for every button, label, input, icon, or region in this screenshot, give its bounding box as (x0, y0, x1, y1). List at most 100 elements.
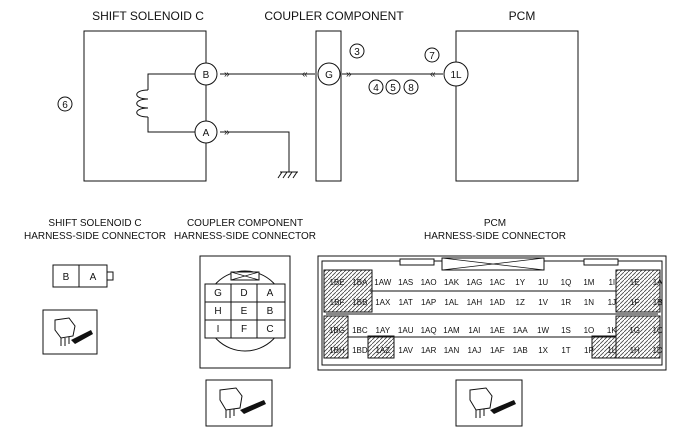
pcm-pin-label: 1T (561, 346, 570, 355)
callout-4-label: 4 (373, 83, 379, 94)
pcm-title: PCM (509, 9, 536, 23)
pcm-pin-label: 1V (538, 298, 548, 307)
pcm-pin-label: 1J (608, 298, 616, 307)
shift-solenoid-box (83, 30, 207, 182)
pcm-pin-label: 1AI (468, 326, 480, 335)
pcm-pin-label: 1S (561, 326, 571, 335)
pcm-pin-label: 1BB (352, 298, 367, 307)
pcm-pin-label: 1AX (375, 298, 391, 307)
pcm-pin-label: 1AK (444, 278, 460, 287)
callout-3-label: 3 (354, 47, 360, 58)
terminal-1l (443, 61, 469, 87)
pcm-pin-label: 1AV (398, 346, 413, 355)
pcm-pin-label: 1W (537, 326, 549, 335)
pcm-pin-label: 1BE (329, 278, 344, 287)
pcm-pin-label: 1AT (399, 298, 413, 307)
pcm-pin-label: 1AR (421, 346, 437, 355)
terminal-1l-label: 1L (450, 70, 462, 81)
pcm-pin-label: 1AE (490, 326, 505, 335)
pcm-pin-label: 1BF (330, 298, 345, 307)
pcm-pin-label: 1AC (490, 278, 506, 287)
pcm-pin-label: 1AD (490, 298, 506, 307)
pcm-pin-label: 1AM (443, 326, 460, 335)
connector-view-icon (455, 379, 523, 427)
coupler-pin-label: E (241, 306, 248, 317)
pcm-pin-label: 1BH (329, 346, 345, 355)
pcm-pin-label: 1K (607, 326, 617, 335)
coupler-title: COUPLER COMPONENT (264, 9, 404, 23)
terminal-g-label: G (325, 70, 333, 81)
pcm-pin-label: 1R (561, 298, 571, 307)
terminal-a (194, 120, 218, 144)
shift-pin-b: B (63, 272, 70, 283)
coupler-pin-label: B (267, 306, 274, 317)
coupler-connector-title-2: HARNESS-SIDE CONNECTOR (174, 231, 316, 242)
wire-a-to-ground (220, 131, 290, 172)
coupler-pin-label: I (217, 324, 220, 335)
pcm-pin-label: 1AN (444, 346, 460, 355)
pcm-pin-label: 1P (584, 346, 594, 355)
coupler-box (315, 30, 342, 182)
pcm-pin-label: 1BA (352, 278, 368, 287)
pcm-pin-label: 1BC (352, 326, 368, 335)
pcm-pin-label: 1Y (515, 278, 525, 287)
shift-pin-a: A (90, 272, 97, 283)
pcm-pin-label: 1AL (444, 298, 459, 307)
pcm-pin-label: 1AF (490, 346, 505, 355)
callout-3 (349, 43, 365, 59)
pcm-pin-label: 1AZ (375, 346, 390, 355)
pcm-pin-label: 1X (538, 346, 548, 355)
pcm-pin-label: 1C (652, 326, 662, 335)
pcm-pin-label: 1AW (374, 278, 391, 287)
coupler-pin-label: F (241, 324, 247, 335)
pcm-pin-label: 1AB (513, 346, 528, 355)
pcm-pin-label: 1AH (467, 298, 483, 307)
shift-solenoid-title: SHIFT SOLENOID C (92, 9, 204, 23)
pcm-pin-label: 1A (653, 278, 663, 287)
coupler-connector (199, 255, 291, 369)
coil-wire-bottom (147, 117, 206, 133)
pcm-pin-label: 1G (629, 326, 640, 335)
chevron-icon: » (224, 127, 230, 138)
pcm-pin-label: 1BD (352, 346, 368, 355)
pcm-pin-label: 1L (607, 346, 616, 355)
pcm-pin-label: 1AJ (468, 346, 482, 355)
pcm-pin-label: 1AS (398, 278, 413, 287)
coil-symbol (136, 89, 149, 118)
callout-6-label: 6 (62, 100, 68, 111)
pcm-pin-label: 1AY (376, 326, 391, 335)
terminal-b (194, 62, 218, 86)
coil-wire (147, 73, 206, 90)
pcm-pin-label: 1AG (466, 278, 482, 287)
coupler-pin-label: C (266, 324, 273, 335)
ground-icon (277, 171, 298, 179)
coupler-pin-label: G (214, 288, 222, 299)
callout-5 (385, 79, 401, 95)
pcm-pin-label: 1I (608, 278, 615, 287)
shift-connector-title-1: SHIFT SOLENOID C (48, 218, 141, 229)
callout-8 (403, 79, 419, 95)
terminal-g (317, 62, 341, 86)
pcm-connector-title-1: PCM (484, 218, 506, 229)
pcm-pin-label: 1AQ (421, 326, 437, 335)
pcm-pin-label: 1AA (513, 326, 529, 335)
pcm-pin-label: 1H (630, 346, 640, 355)
chevron-icon: » (346, 69, 352, 80)
callout-7-label: 7 (429, 51, 435, 62)
pcm-pin-label: 1BG (329, 326, 345, 335)
pcm-box (455, 30, 579, 182)
chevron-icon: « (302, 69, 308, 80)
callout-8-label: 8 (408, 83, 414, 94)
pcm-pin-label: 1B (653, 298, 663, 307)
coupler-pin-label: A (267, 288, 274, 299)
pcm-connector-title-2: HARNESS-SIDE CONNECTOR (424, 231, 566, 242)
pcm-pin-label: 1D (652, 346, 662, 355)
pcm-pin-label: 1U (538, 278, 548, 287)
pcm-pin-label: 1N (584, 298, 594, 307)
chevron-icon: « (430, 69, 436, 80)
coupler-pin-label: H (214, 306, 221, 317)
pcm-pin-label: 1F (630, 298, 639, 307)
pcm-pin-label: 1Z (516, 298, 525, 307)
coupler-connector-title-1: COUPLER COMPONENT (187, 218, 303, 229)
